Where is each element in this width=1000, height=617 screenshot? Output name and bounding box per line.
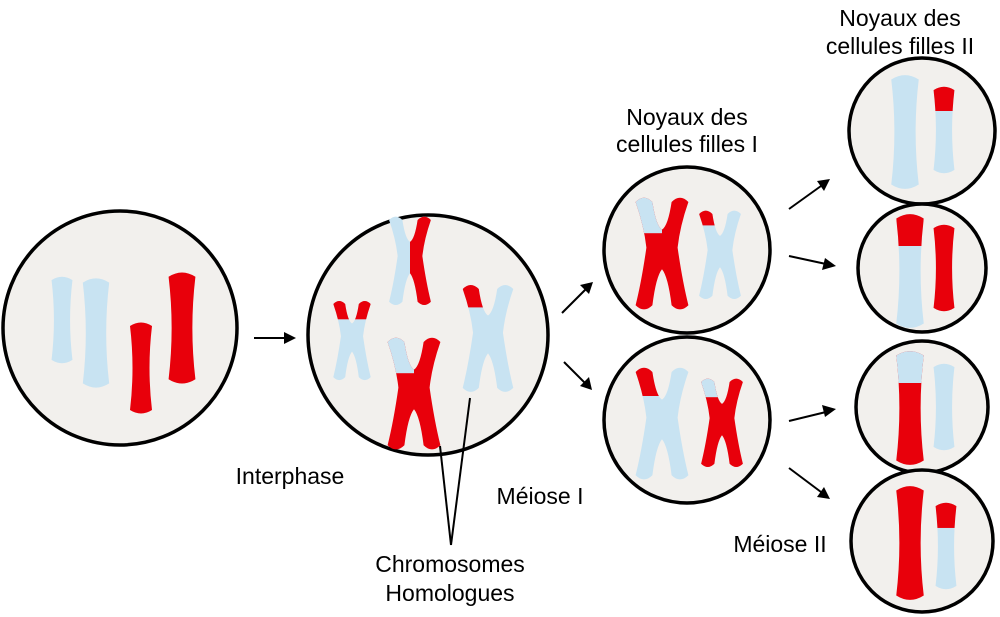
daughter-II-3-chromatid-large bbox=[896, 351, 924, 465]
meiose-2-label: Méiose II bbox=[733, 531, 827, 557]
chromosome-red-large bbox=[168, 272, 196, 384]
interphase-cell bbox=[1, 209, 239, 447]
daughter-II-2-chromatid-red bbox=[933, 224, 955, 312]
daughter-II-title-line1: Noyaux des bbox=[839, 5, 961, 31]
homologues-label-line1: Chromosomes bbox=[375, 551, 525, 577]
daughter-II-3-chromatid-blue bbox=[933, 363, 955, 451]
daughter-II-nucleus-1 bbox=[847, 56, 997, 206]
daughter-II-1-chromatid-small bbox=[933, 86, 955, 174]
daughter-I-nucleus-top bbox=[602, 165, 772, 335]
interphase-label: Interphase bbox=[235, 463, 345, 489]
chromosome-blue-small bbox=[51, 276, 73, 364]
arrow-to-daughter-II-4 bbox=[788, 467, 830, 499]
daughter-II-nucleus-4 bbox=[849, 468, 995, 614]
chromosome-blue-large bbox=[82, 278, 110, 388]
arrow-meiosis-up bbox=[561, 282, 593, 314]
homologues-pointer-lines bbox=[439, 397, 471, 546]
daughter-II-nucleus-2 bbox=[856, 202, 988, 334]
daughter-I-title-line2: cellules filles I bbox=[616, 131, 758, 157]
prophase-cell bbox=[306, 213, 550, 457]
daughter-II-4-chromatid-red bbox=[896, 486, 924, 600]
homologues-label-line2: Homologues bbox=[385, 580, 515, 606]
meiose-1-label: Méiose I bbox=[496, 483, 584, 509]
daughter-I-title-line1: Noyaux des bbox=[626, 104, 748, 130]
arrow-to-daughter-II-3 bbox=[788, 405, 836, 422]
daughter-II-2-chromatid-large bbox=[896, 214, 924, 328]
daughter-II-title-line2: cellules filles II bbox=[825, 33, 975, 59]
arrow-to-daughter-II-2 bbox=[788, 255, 836, 270]
daughter-I-nucleus-bottom bbox=[602, 335, 772, 505]
daughter-II-1-chromatid-blue bbox=[891, 75, 919, 189]
arrow-interphase-to-meiosis bbox=[254, 332, 296, 344]
daughter-II-4-chromatid-small bbox=[935, 502, 957, 590]
arrow-to-daughter-II-1 bbox=[788, 179, 830, 210]
chromosome-red-small bbox=[130, 322, 152, 414]
arrow-meiosis-down bbox=[563, 361, 592, 390]
